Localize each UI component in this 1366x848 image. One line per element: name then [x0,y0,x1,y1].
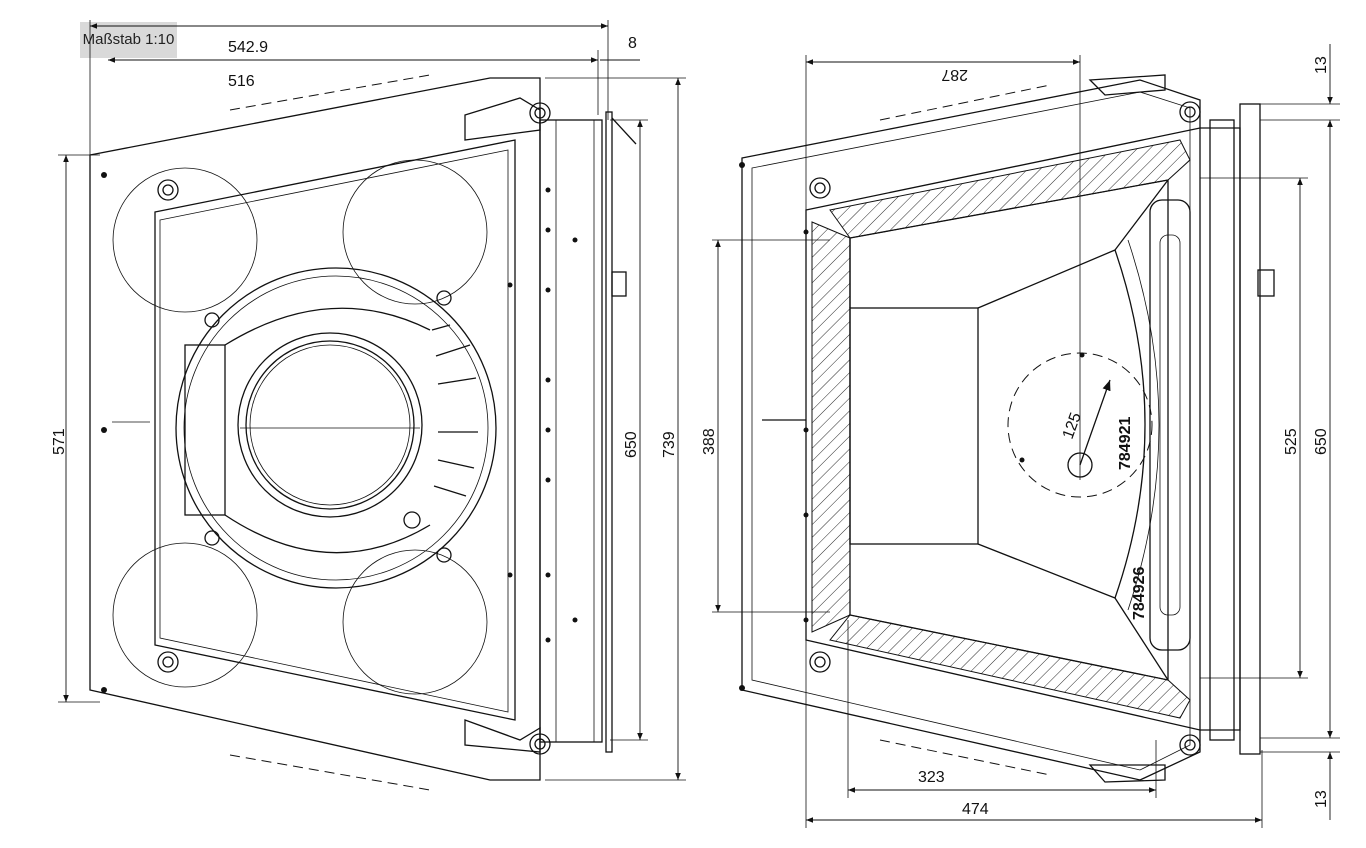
left-rail-bolts [101,172,578,693]
diffuser-circle-bottom-right [342,549,488,695]
inlet-circle-125 [1007,352,1153,498]
diffuser-circle-bottom-left [112,542,258,688]
funnel-back-panel [849,307,979,545]
dim-right-outer-label: 739 [661,431,678,458]
dim-top-small-label: 8 [628,35,637,52]
dim-bottom-inner-label: 323 [918,769,945,786]
fan-outer-ring [175,267,497,589]
insulation-top [829,139,1191,239]
insulation-left [811,221,851,633]
dim-top-outer-label: 542.9 [228,39,268,56]
diffuser-circle-top-left [112,167,258,313]
left-side-rail [539,119,603,743]
dim-right-inner-label: 525 [1283,428,1300,455]
left-outer-frame [89,77,541,781]
part-number-1: 784921 [1117,417,1134,470]
dim-circle-label: 125 [1060,410,1085,441]
dim-left-label: 388 [701,428,718,455]
right-view: 287 388 525 650 13 13 323 474 [701,44,1340,828]
dim-bottom-outer-label: 474 [962,801,989,818]
dim-top-label: 287 [941,66,968,83]
part-number-2: 784926 [1131,567,1148,620]
dim-left-height-label: 571 [51,428,68,455]
insulation-bottom [829,614,1191,719]
dim-bottom-right-label: 13 [1313,790,1330,808]
left-inner-panel [154,139,516,721]
right-side-channel [1149,199,1191,651]
dim-right-outer-label: 650 [1313,428,1330,455]
dim-top-inner-label: 516 [228,73,255,90]
diffuser-circle-top-right [342,159,488,305]
left-view: 542.9 516 8 571 650 739 [51,20,686,791]
right-rail-bolts [739,162,1085,691]
dim-top-right-label: 13 [1313,56,1330,74]
dim-right-inner-label: 650 [623,431,640,458]
fan-inlet [237,332,423,518]
